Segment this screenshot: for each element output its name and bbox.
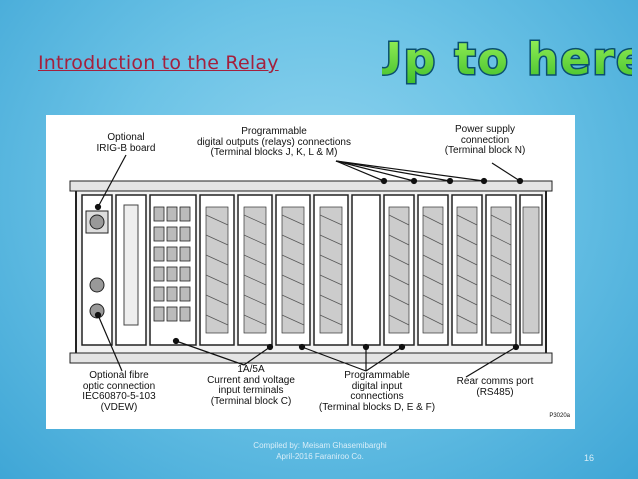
label-power-supply-line3: (Terminal block N) — [444, 145, 526, 156]
label-current-voltage-line2: Current and voltage — [207, 374, 295, 386]
relay-rear-panel-drawing — [46, 115, 575, 429]
label-digital-inputs-line3: connections — [350, 391, 404, 402]
label-fibre-optic: Optional fibre optic connection IEC60870… — [64, 370, 174, 413]
label-fibre-optic-line4: (VDEW) — [100, 401, 138, 413]
label-power-supply-line1: Power supply — [454, 124, 516, 135]
label-digital-inputs-line2: digital input — [351, 380, 403, 392]
slide-title: Introduction to the Relay — [38, 52, 279, 74]
label-digital-outputs-line3: (Terminal blocks J, K, L & M) — [210, 147, 338, 158]
footer-credit: Compiled by: Meisam Ghasemibarghi April-… — [230, 440, 410, 462]
label-digital-outputs: Programmable digital outputs (relays) co… — [174, 126, 374, 159]
label-current-voltage: 1A/5A Current and voltage input terminal… — [196, 364, 306, 407]
label-irig-b-line1: Optional — [107, 132, 145, 143]
badge-text: Up to here — [382, 34, 632, 85]
label-irig-b: Optional IRIG-B board — [86, 132, 166, 154]
label-digital-outputs-line2: digital outputs (relays) connections — [197, 136, 351, 148]
label-power-supply-line2: connection — [460, 134, 510, 146]
page-number: 16 — [584, 453, 595, 463]
label-current-voltage-line4: (Terminal block C) — [210, 395, 292, 407]
label-digital-inputs-line1: Programmable — [344, 370, 410, 381]
label-rear-comms-line2: (RS485) — [476, 386, 514, 398]
up-to-here-badge: Up to here — [382, 18, 632, 100]
label-current-voltage-line1: 1A/5A — [237, 364, 265, 375]
footer-line2: April-2016 Faraniroo Co. — [276, 452, 364, 462]
label-rear-comms: Rear comms port (RS485) — [440, 376, 550, 398]
relay-rear-diagram: Optional IRIG-B board Programmable digit… — [46, 115, 575, 429]
label-fibre-optic-line3: IEC60870-5-103 — [82, 391, 156, 402]
label-power-supply: Power supply connection (Terminal block … — [430, 124, 540, 157]
label-irig-b-line2: IRIG-B board — [96, 142, 156, 154]
label-rear-comms-line1: Rear comms port — [456, 376, 534, 387]
footer-line1: Compiled by: Meisam Ghasemibarghi — [253, 441, 387, 450]
label-fibre-optic-line2: optic connection — [82, 380, 156, 392]
badge-graphic: Up to here — [382, 33, 632, 87]
label-current-voltage-line3: input terminals — [218, 385, 284, 396]
label-digital-inputs: Programmable digital input connections (… — [312, 370, 442, 413]
label-digital-outputs-line1: Programmable — [241, 126, 307, 137]
figure-code: P3020a — [549, 413, 570, 419]
label-fibre-optic-line1: Optional fibre — [89, 370, 149, 381]
label-digital-inputs-line4: (Terminal blocks D, E & F) — [318, 401, 436, 413]
